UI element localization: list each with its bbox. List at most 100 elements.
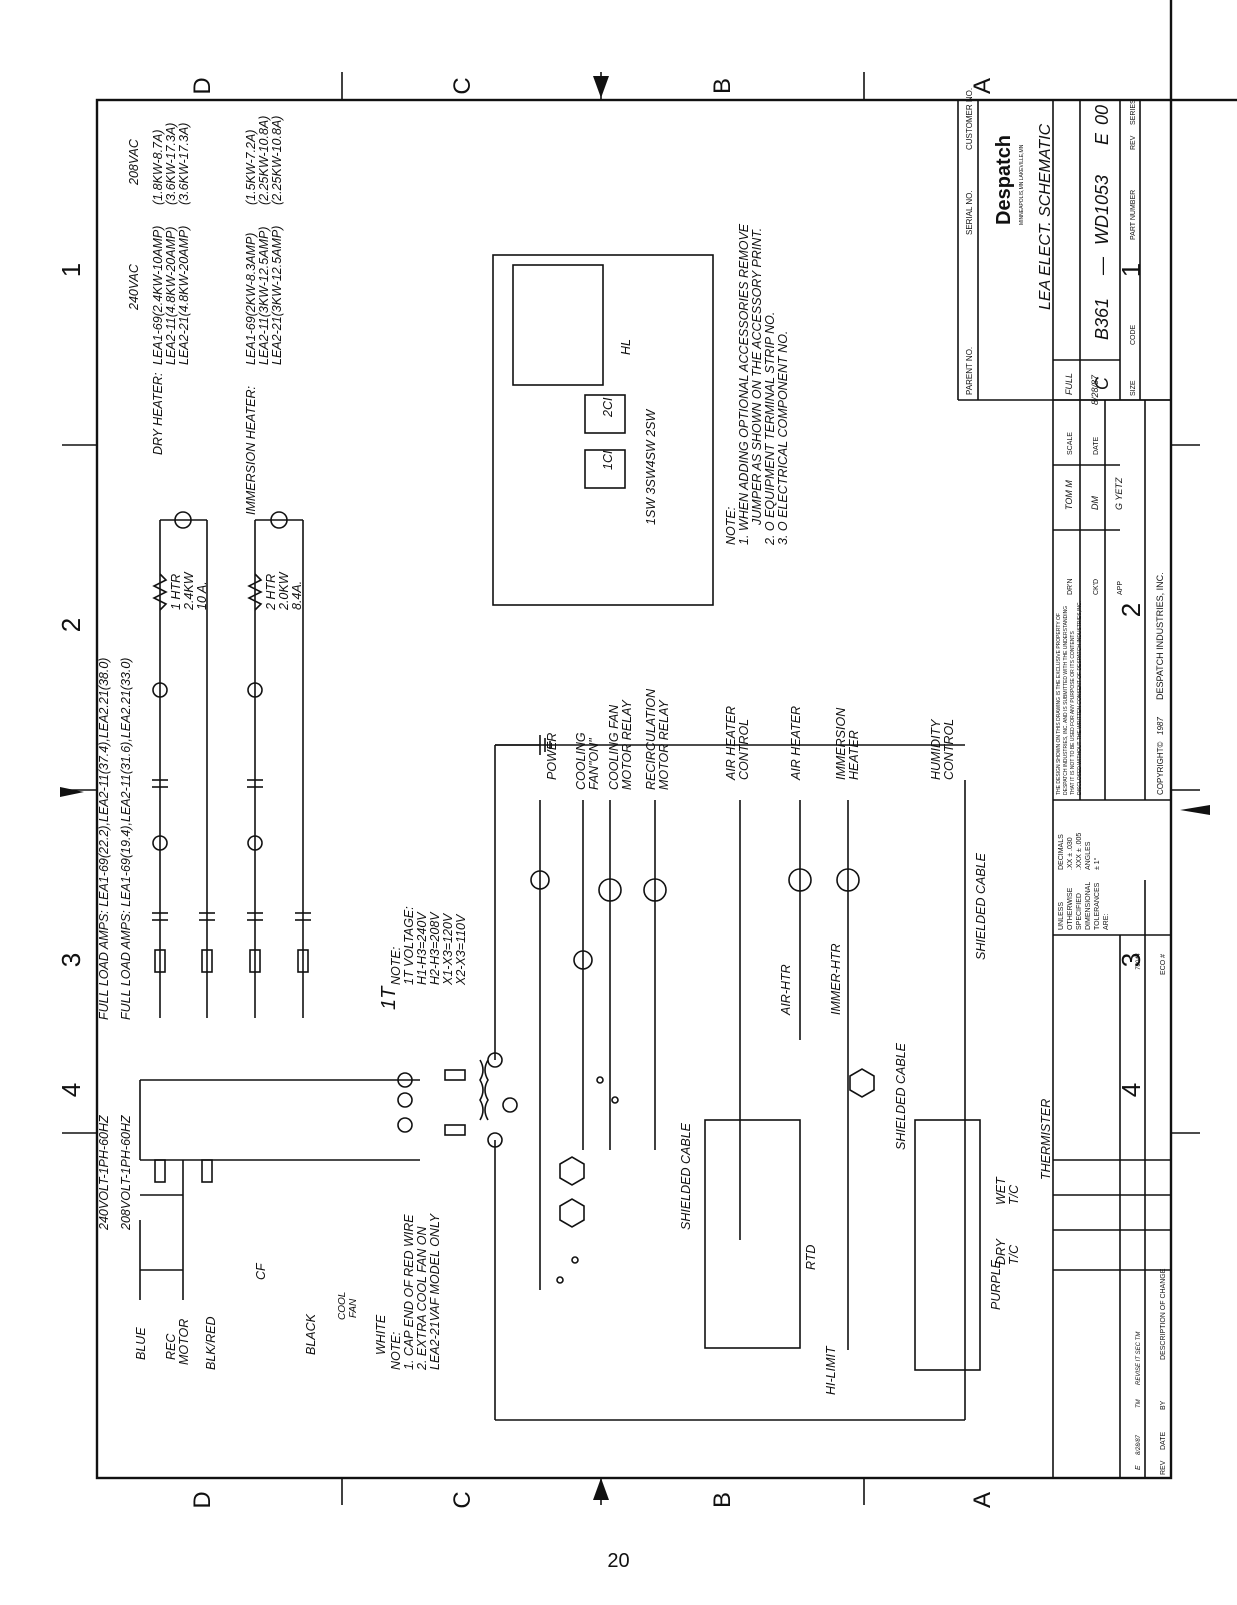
gnote-0: NOTE: — [724, 507, 738, 545]
panel-hl: HL — [619, 339, 633, 355]
shielded-cable-1: SHIELDED CABLE — [679, 1122, 693, 1230]
tb-revrow-4: 76044 — [1136, 953, 1142, 970]
tb-property-1: DESPATCH INDUSTRIES, INC. AND IS SUBMITT… — [1063, 606, 1069, 795]
tb-property-2: THAT IT IS NOT TO BE USED FOR ANY PURPOS… — [1070, 631, 1076, 795]
htr2-0: 2 HTR — [264, 574, 278, 611]
tnote-3: H2-H3=208V — [428, 911, 442, 985]
label-recirc-1: MOTOR RELAY — [657, 699, 671, 790]
tb-tol-1: OTHERWISE — [1067, 887, 1074, 930]
tb-ckd-lbl: CK'D — [1093, 579, 1100, 595]
motor-rec-0: REC — [164, 1333, 178, 1360]
fla-240: FULL LOAD AMPS: LEA1-69(22.2),LEA2-11(37… — [97, 658, 111, 1020]
tnote-2: H1-H3=240V — [415, 911, 429, 985]
label-immersion-1: HEATER — [847, 730, 861, 780]
label-cooling-fan-on-0: COOLING — [574, 732, 588, 790]
panel-1ci: 1CI — [601, 450, 615, 470]
tnote-5: X2-X3=110V — [454, 913, 468, 986]
tb-year: 1987 — [1156, 717, 1165, 735]
cool-fan-0: COOL — [337, 1292, 348, 1320]
mnote-2: 2. EXTRA COOL FAN ON — [415, 1225, 429, 1371]
immer-htr-label: IMMER-HTR — [829, 943, 843, 1015]
tb-app: G YETZ — [1114, 477, 1124, 510]
tb-rev-lbl: REV — [1130, 135, 1137, 150]
tb-tol-4: TOLERANCES — [1094, 882, 1101, 930]
tb-drn-lbl: DR'N — [1067, 578, 1074, 595]
htr1-2: 10 A. — [195, 581, 209, 610]
htr1-1: 2.4KW — [182, 571, 196, 611]
dry-208-2: (3.6KW-17.3A) — [177, 123, 191, 205]
label-air-heater: AIR HEATER — [789, 706, 803, 781]
imm-208-1: (2.25KW-10.8A) — [257, 116, 271, 205]
schematic-text: 4 3 2 1 4 3 2 1 A B C D A B C D 240VOLT-… — [56, 77, 1167, 1508]
tb-tol-2: SPECIFIED — [1076, 893, 1083, 930]
tb-parent-no: PARENT NO. — [965, 347, 974, 395]
tnote-4: X1-X3=120V — [441, 912, 455, 986]
tb-dec-1: .XX ± .030 — [1067, 837, 1074, 870]
tb-serial-no: SERIAL NO. — [965, 190, 974, 235]
tb-dec-4: ± 1° — [1093, 857, 1101, 870]
imm-240-0: LEA1-69(2KW-8.3AMP) — [244, 233, 258, 365]
label-humidity-0: HUMIDITY — [929, 718, 943, 780]
tb-dec-0: DECIMALS — [1058, 834, 1065, 870]
grid-col-4-top: 4 — [56, 1083, 86, 1097]
shielded-cable-2: SHIELDED CABLE — [894, 1042, 908, 1150]
label-cooling-fan-on-1: FAN"ON" — [587, 738, 601, 790]
dry-208-0: (1.8KW-8.7A) — [151, 130, 165, 206]
tb-drn: TOM M — [1064, 480, 1074, 510]
dry-240-1: LEA2-11(4.8KW-20AMP) — [164, 227, 178, 365]
dry-240-0: LEA1-69(2.4KW-10AMP) — [151, 226, 165, 365]
label-cf-relay-1: MOTOR RELAY — [620, 699, 634, 790]
drawing-frame — [1169, 0, 1237, 102]
grid-col-4-bottom: 4 — [1116, 1083, 1146, 1097]
htr2-1: 2.0KW — [277, 571, 291, 611]
grid-row-a-top: A — [969, 78, 996, 94]
motor-rec-1: MOTOR — [177, 1319, 191, 1365]
tnote-1: 1T VOLTAGE: — [402, 906, 416, 985]
tb-title: LEA ELECT. SCHEMATIC — [1037, 123, 1054, 310]
motor-blkred: BLK/RED — [204, 1317, 218, 1371]
tb-part-lbl: PART NUMBER — [1130, 190, 1137, 240]
tb-dash: — — [1092, 256, 1112, 276]
imm-208-2: (2.25KW-10.8A) — [270, 116, 284, 205]
gnote-1: 1. WHEN ADDING OPTIONAL ACCESSORIES REMO… — [737, 223, 751, 545]
mnote-3: LEA2-21VAF MODEL ONLY — [428, 1212, 442, 1370]
tb-brand-sub: MINNEAPOLIS,MN LAKEVILLE,MN — [1019, 144, 1025, 225]
purple-label: PURPLE — [989, 1259, 1003, 1310]
tb-tol-3: DIMENSIONAL — [1085, 882, 1092, 930]
label-cf-relay-0: COOLING FAN — [607, 704, 621, 790]
grid-col-3-bottom: 3 — [1116, 953, 1146, 967]
motor-blue: BLUE — [134, 1327, 148, 1360]
mnote-1: 1. CAP END OF RED WIRE — [402, 1214, 416, 1370]
label-recirc-0: RECIRCULATION — [644, 688, 658, 790]
tb-tol-5: ARE: — [1103, 914, 1110, 930]
page-number: 20 — [607, 1550, 630, 1572]
rtd-label: RTD — [804, 1245, 818, 1270]
tb-dec-3: ANGLES — [1085, 841, 1092, 870]
tb-series-lbl: SERIES — [1130, 99, 1137, 125]
tb-part-number: WD1053 — [1092, 175, 1112, 245]
grid-row-c-top: C — [449, 77, 476, 94]
motor-cf: CF — [254, 1262, 268, 1280]
thermister-label: THERMISTER — [1039, 1099, 1053, 1180]
grid-row-d-bottom: D — [189, 1491, 216, 1508]
cool-fan-1: FAN — [348, 1298, 359, 1318]
label-air-heater-control-1: CONTROL — [737, 719, 751, 780]
hi-limit-label: HI-LIMIT — [824, 1345, 838, 1395]
mnote-0: NOTE: — [389, 1332, 403, 1370]
grid-col-2-top: 2 — [56, 618, 86, 632]
fla-208: FULL LOAD AMPS: LEA1-69(19.4),LEA2-11(31… — [119, 658, 133, 1020]
tb-size-lbl: SIZE — [1130, 380, 1137, 396]
tb-property-0: THE DESIGN SHOWN ON THIS DRAWING IS THE … — [1056, 613, 1062, 795]
motor-white: WHITE — [374, 1314, 388, 1355]
tb-scale-lbl: SCALE — [1067, 432, 1074, 455]
grid-row-b-bottom: B — [709, 1492, 736, 1508]
grid-row-d-top: D — [189, 77, 216, 94]
gnote-3: 2. O EQUIPMENT TERMINAL STRIP NO. — [763, 312, 777, 546]
gnote-4: 3. O ELECTRICAL COMPONENT NO. — [776, 331, 790, 545]
wet-tc-1: T/C — [1007, 1184, 1021, 1205]
wet-tc-0: WET — [994, 1176, 1008, 1205]
shielded-cable-3: SHIELDED CABLE — [974, 852, 988, 960]
tb-code: B361 — [1092, 298, 1112, 340]
grid-col-2-bottom: 2 — [1116, 603, 1146, 617]
tb-revhdr-2: BY — [1160, 1400, 1167, 1410]
